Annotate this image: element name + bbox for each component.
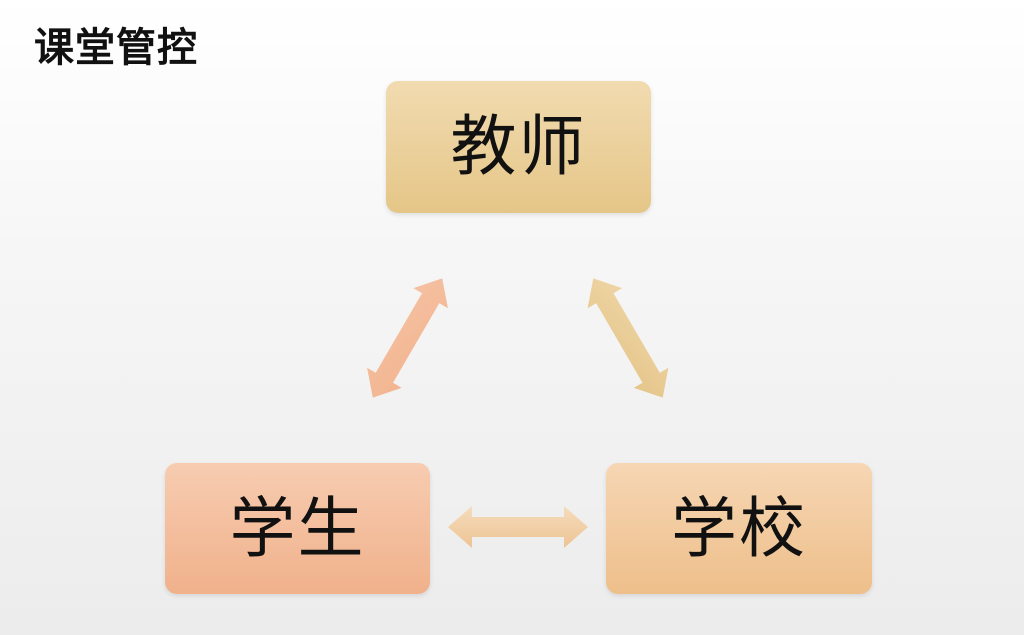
teacher-label: 教师 — [450, 108, 587, 185]
arrow-teacher-school — [587, 278, 669, 398]
arrow-student-school — [448, 506, 588, 548]
student-label: 学生 — [229, 489, 366, 567]
school-node: 学校 — [606, 463, 872, 594]
school-label: 学校 — [671, 489, 807, 567]
student-node: 学生 — [165, 463, 430, 594]
teacher-node: 教师 — [386, 81, 651, 213]
arrow-teacher-student — [367, 278, 448, 398]
slide-title: 课堂管控 — [34, 25, 198, 71]
